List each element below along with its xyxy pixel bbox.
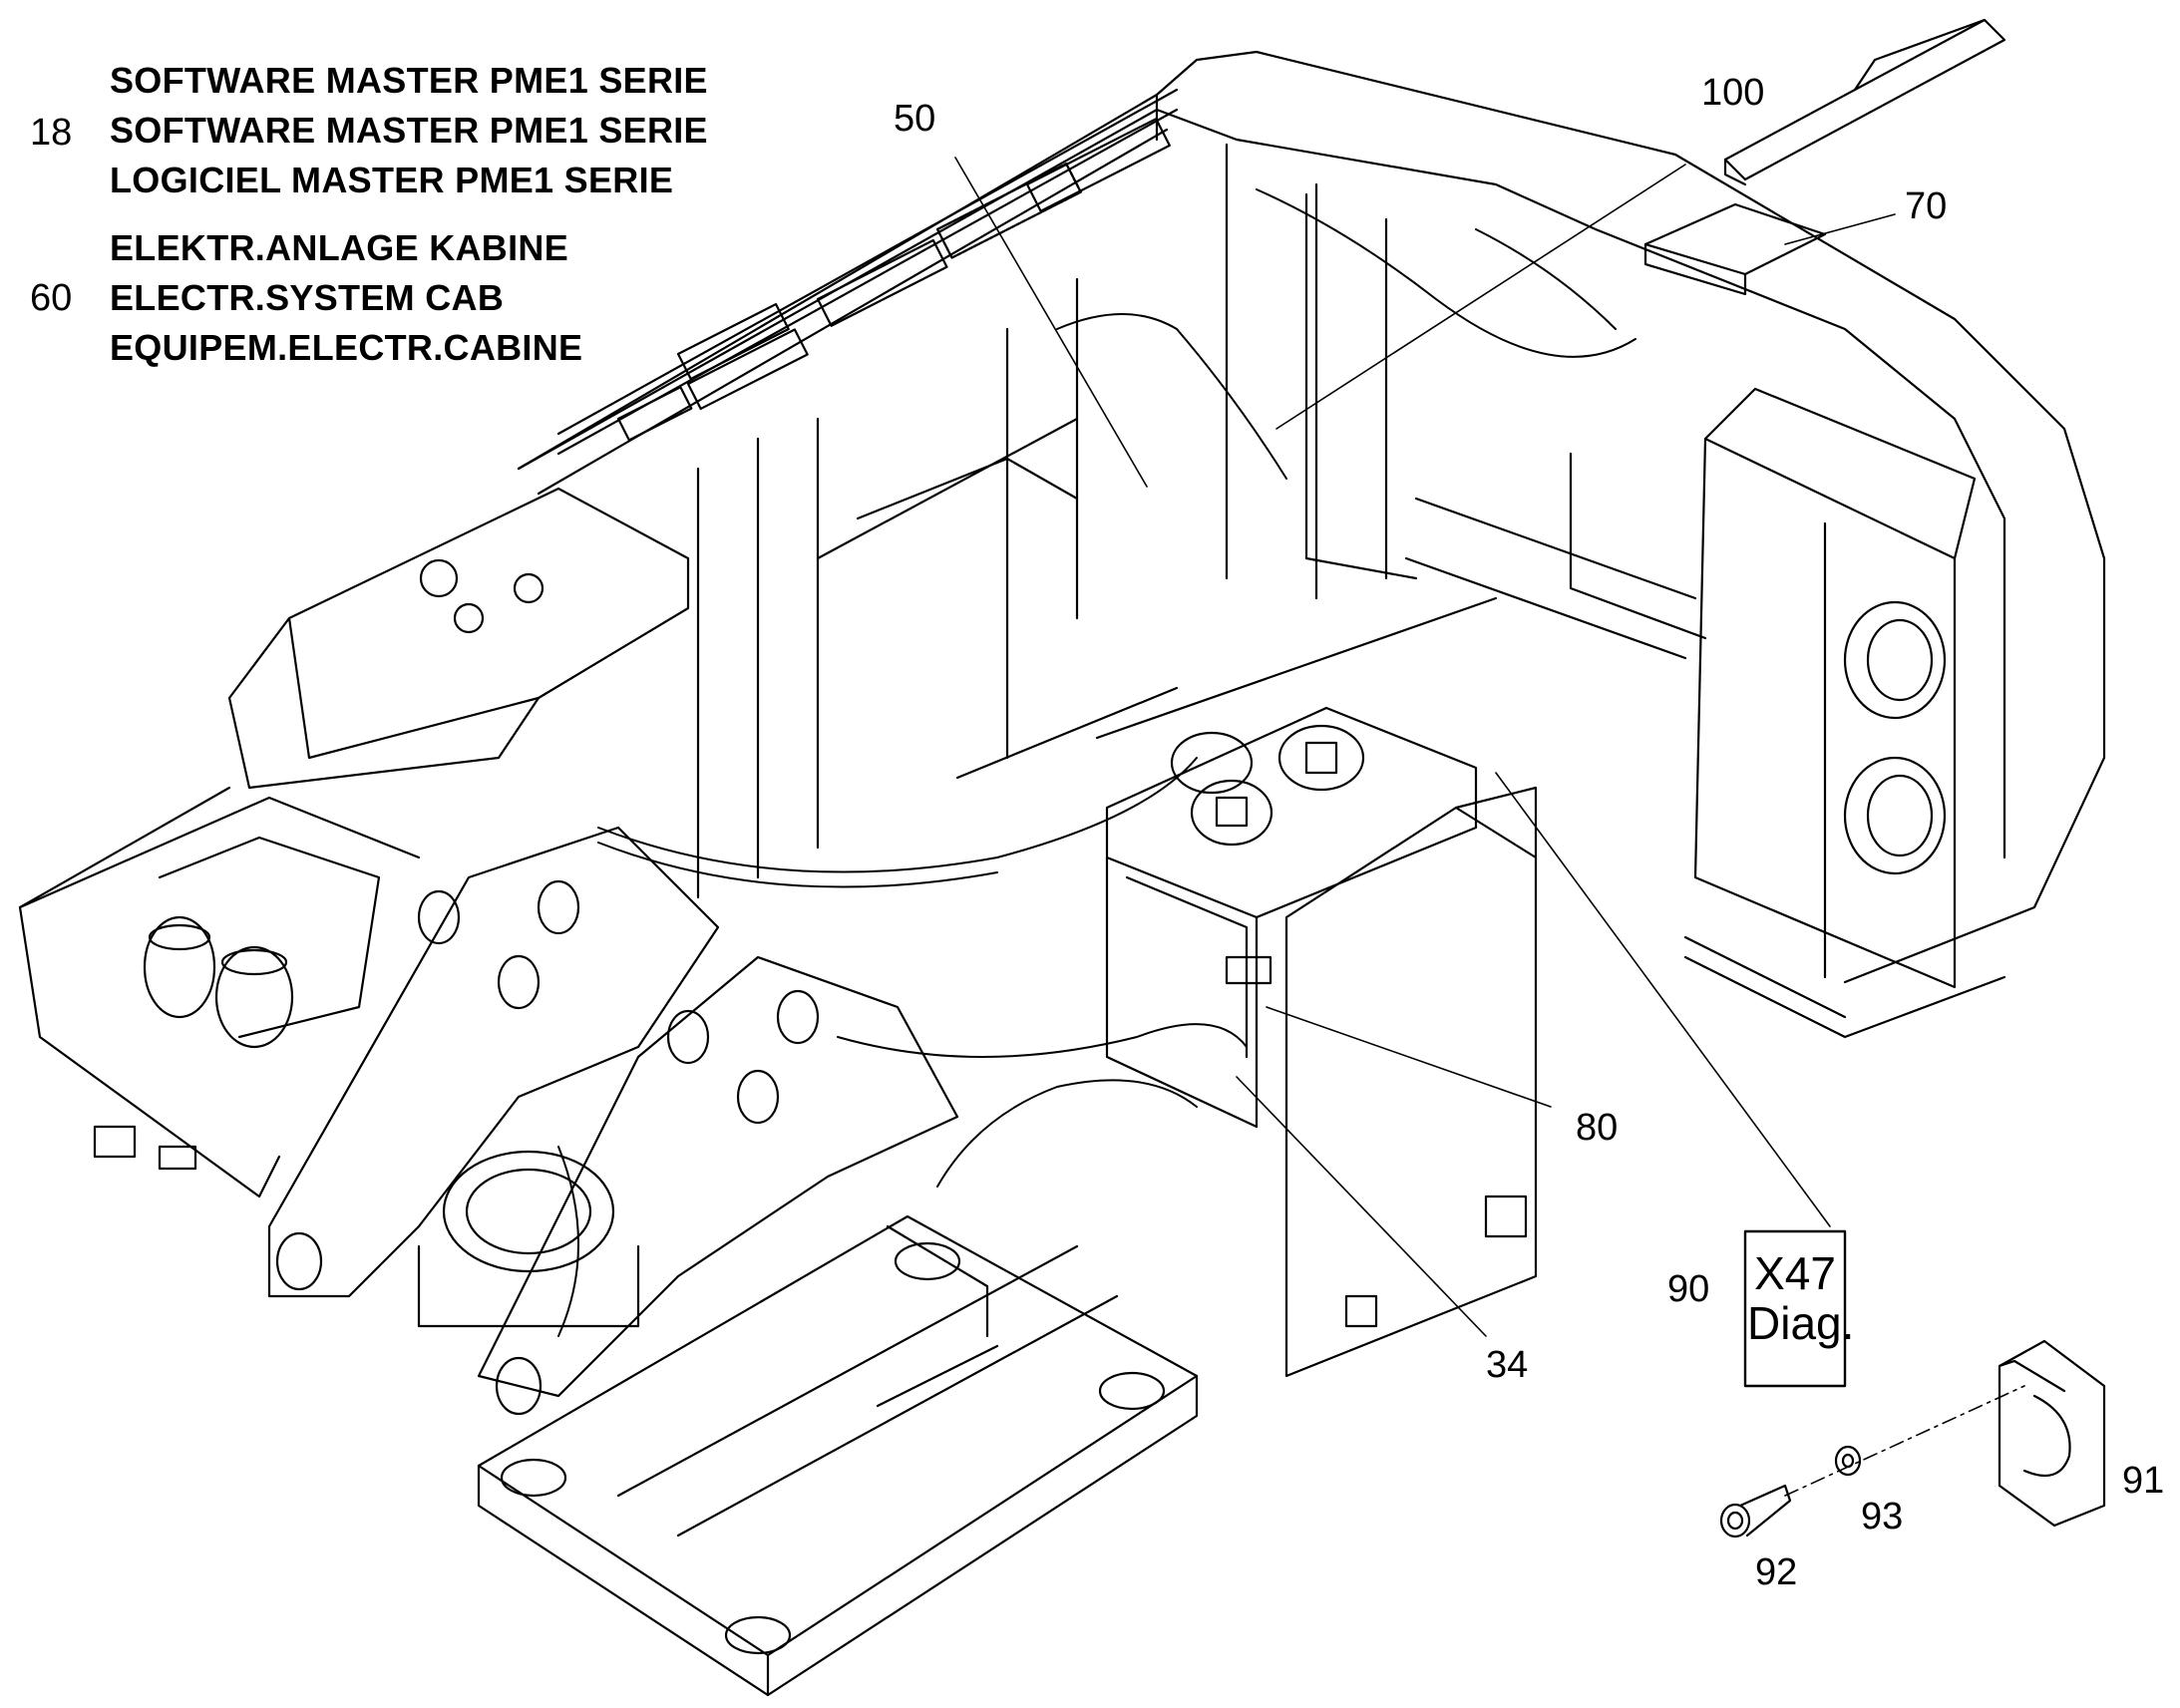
callout-91: 91 <box>2122 1460 2165 1502</box>
top-rail-grilles <box>556 88 1179 456</box>
leader-lines <box>954 157 1896 1337</box>
slewing-ring <box>417 1150 640 1328</box>
item-90-label-box <box>1743 1229 1847 1388</box>
legend-line: ELEKTR.ANLAGE KABINE <box>110 227 569 268</box>
cab-interior-structure <box>696 143 1498 899</box>
item-92-screw <box>1719 1484 1792 1538</box>
diag-label: X47 Diag. <box>1747 1247 1855 1349</box>
callout-70: 70 <box>1905 185 1948 227</box>
item-70-cover <box>1643 202 1827 296</box>
base-frame <box>477 1214 1199 1697</box>
diag-label-line-1: X47 <box>1754 1247 1836 1299</box>
legend-number: 60 <box>30 277 73 319</box>
legend-line: EQUIPEM.ELECTR.CABINE <box>110 327 583 368</box>
legend-number: 18 <box>30 112 73 154</box>
callout-90: 90 <box>1667 1268 1710 1310</box>
wire-harness <box>557 188 1636 1337</box>
cab-side-panel <box>1225 786 1538 1378</box>
item-91-bracket <box>1998 1339 2106 1528</box>
legend-line: SOFTWARE MASTER PME1 SERIE <box>110 60 708 101</box>
legend-line: SOFTWARE MASTER PME1 SERIE <box>110 110 708 151</box>
callout-93: 93 <box>1861 1496 1904 1537</box>
diag-label-line-2: Diag. <box>1747 1297 1855 1349</box>
callout-80: 80 <box>1576 1107 1619 1149</box>
callout-50: 50 <box>894 98 936 140</box>
legend-line: ELECTR.SYSTEM CAB <box>110 277 505 318</box>
callout-34: 34 <box>1486 1344 1529 1386</box>
central-console <box>1105 706 1478 1129</box>
boom-pillars <box>267 826 959 1416</box>
callout-100: 100 <box>1701 72 1765 114</box>
assembly-axis-line <box>1784 1385 2025 1497</box>
left-hood <box>18 487 690 1198</box>
item-100-bracket <box>1723 18 2006 186</box>
legend-line: LOGICIEL MASTER PME1 SERIE <box>110 160 674 200</box>
callout-92: 92 <box>1755 1551 1798 1593</box>
right-housing <box>1404 387 2006 1039</box>
